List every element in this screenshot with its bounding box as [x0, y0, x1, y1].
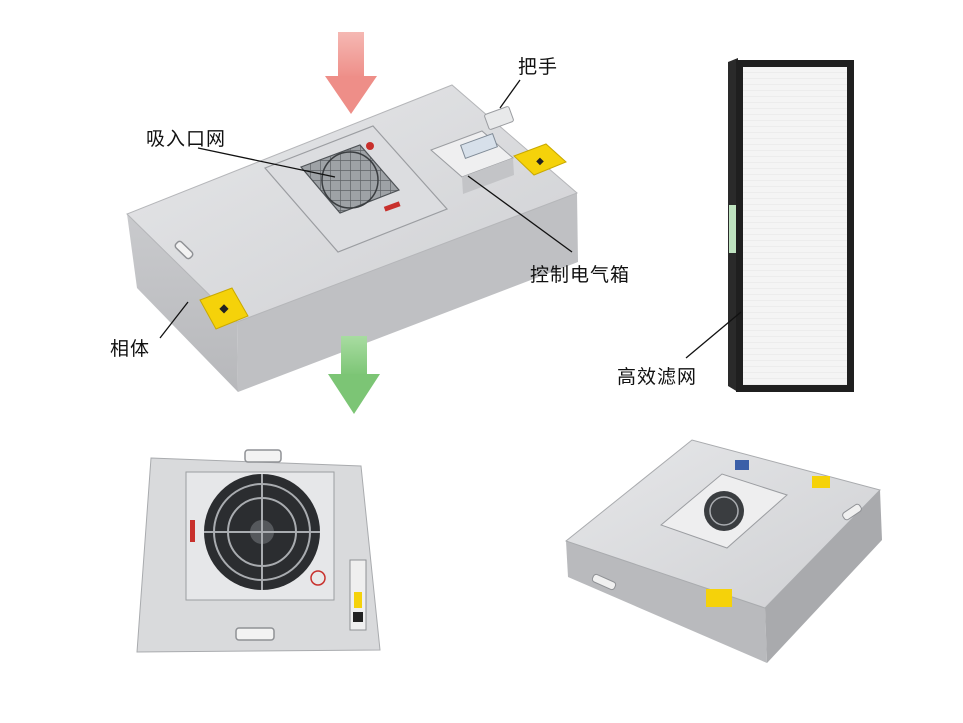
front-red-strip: [190, 520, 195, 542]
control-box-side: [462, 158, 514, 194]
warning-sticker-icon: ◆: [199, 287, 249, 330]
warning-sticker-icon: [812, 476, 830, 488]
ffu-angled-view: [564, 439, 882, 663]
red-label-strip: [383, 201, 401, 212]
top-handle: [484, 106, 514, 130]
angled-handle: [842, 503, 862, 521]
warning-sticker-icon: ◆: [513, 143, 567, 176]
inlet-mesh: [299, 144, 401, 214]
label-handle: 把手: [518, 56, 559, 78]
angled-side-left: [566, 541, 767, 663]
angled-side-right: [765, 490, 882, 663]
warning-sticker-icon: [706, 589, 732, 607]
label-hepa-filter: 高效滤网: [617, 366, 698, 388]
red-label-icon: [366, 142, 374, 150]
front-bottom-handle: [235, 627, 275, 641]
inflow-arrow-down-icon: [325, 32, 377, 114]
front-switch-icon: [353, 612, 363, 622]
angled-handle: [591, 573, 617, 591]
outflow-arrow-down-icon: [328, 336, 380, 414]
leader-lines: [159, 79, 742, 359]
leader-housing: [159, 301, 189, 339]
leader-hepa: [685, 311, 742, 359]
filter-media: [743, 67, 847, 385]
leader-handle: [499, 79, 521, 109]
label-suction-inlet-mesh: 吸入口网: [146, 128, 227, 150]
hepa-filter-panel: [728, 58, 854, 392]
side-handle: [174, 240, 194, 260]
leader-suction: [197, 147, 336, 178]
front-knob-icon: [310, 570, 326, 586]
front-top-handle: [244, 449, 282, 463]
svg-text:◆: ◆: [536, 156, 544, 167]
angled-control-icon: [735, 460, 749, 470]
filter-clip: [729, 205, 736, 253]
label-housing: 相体: [110, 338, 151, 360]
leader-control: [467, 175, 573, 253]
ffu-front-view: [136, 449, 381, 653]
label-control-box: 控制电气箱: [530, 264, 631, 286]
main-ffu-unit: ◆ ◆: [126, 84, 578, 392]
housing-side-right: [237, 193, 578, 392]
control-box-panel: [459, 132, 499, 160]
front-warning-strip: [354, 592, 362, 608]
fan-icon: [321, 151, 379, 209]
housing-side-front: [127, 214, 238, 392]
svg-text:◆: ◆: [219, 301, 229, 315]
fan-ring: [709, 496, 739, 526]
